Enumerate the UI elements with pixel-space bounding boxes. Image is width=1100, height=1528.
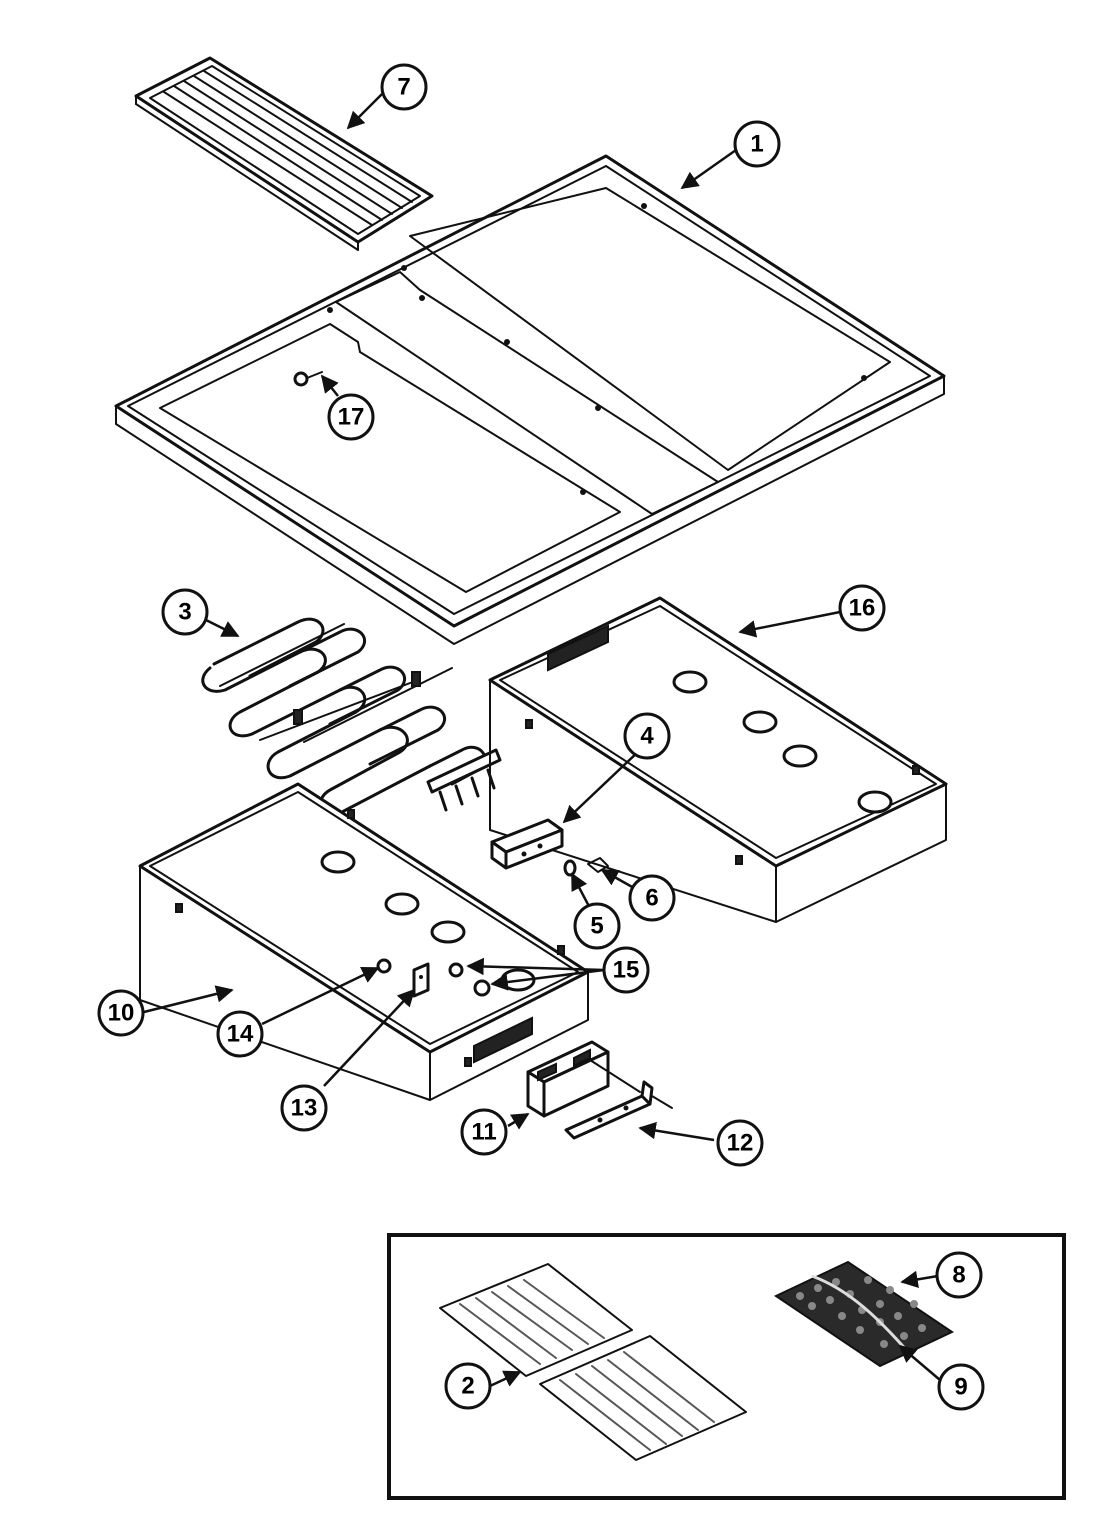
callout-2: 2 [444,1362,492,1410]
callout-8: 8 [935,1251,983,1299]
callout-3: 3 [161,588,209,636]
grill-grate-a [439,1263,633,1377]
callout-1-label: 1 [750,131,763,158]
callout-17: 17 [327,393,375,441]
callout-13-label: 13 [291,1095,318,1122]
callout-10-label: 10 [108,1000,135,1027]
callout-16: 16 [838,584,886,632]
callout-14: 14 [216,1010,264,1058]
callout-14-label: 14 [227,1021,254,1048]
callout-11-label: 11 [471,1119,496,1146]
callout-7: 7 [380,63,428,111]
callout-17-label: 17 [338,404,365,431]
callout-4: 4 [623,712,671,760]
callout-15: 15 [602,946,650,994]
callout-12-label: 12 [727,1130,754,1157]
callout-6-label: 6 [645,885,658,912]
connector-box [526,1040,641,1118]
callout-13: 13 [280,1084,328,1132]
callout-9-label: 9 [954,1374,967,1401]
terminal-block [490,818,564,870]
callout-10: 10 [97,989,145,1037]
callout-5: 5 [573,902,621,950]
callout-7-label: 7 [397,74,410,101]
callout-16-label: 16 [849,595,876,622]
clip-6 [587,857,609,873]
callout-1: 1 [733,120,781,168]
callout-4-label: 4 [640,723,654,750]
callout-11: 11 [460,1108,508,1156]
grill-grate-b [539,1335,747,1461]
bracket-13 [412,962,430,998]
screw-14 [376,958,392,974]
grille-grate [134,56,434,251]
callout-5-label: 5 [590,913,603,940]
callout-12: 12 [716,1119,764,1167]
screw-15 [448,962,491,997]
cooktop-frame [114,154,946,645]
callout-3-label: 3 [178,599,191,626]
nut-5 [563,859,577,877]
heating-element [201,617,502,816]
leader-lines [143,93,941,1388]
callout-6: 6 [628,874,676,922]
screw-17 [293,371,323,387]
mounting-bracket [564,1080,673,1140]
callout-15-label: 15 [613,957,640,984]
callout-9: 9 [937,1363,985,1411]
callout-8-label: 8 [952,1262,965,1289]
callout-2-label: 2 [461,1373,474,1400]
burner-pan-right [488,596,948,923]
lava-rock-tray [773,1260,955,1368]
